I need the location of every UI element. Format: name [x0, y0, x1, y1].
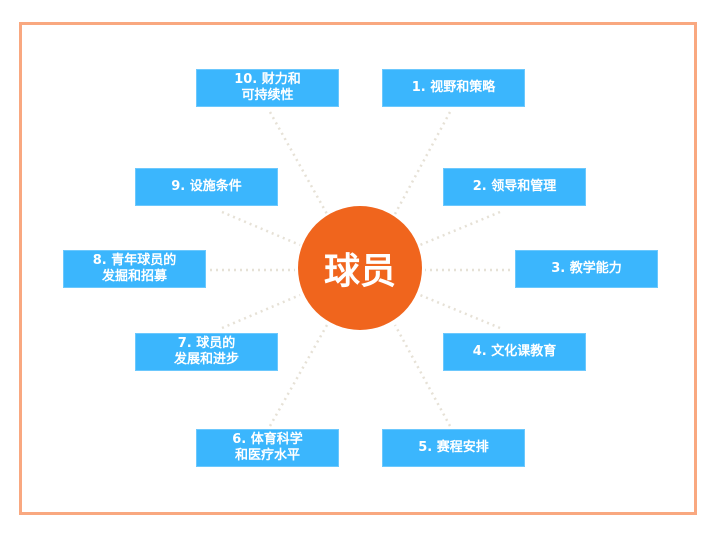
- connector-10: [268, 111, 329, 215]
- node-label: 7. 球员的 发展和进步: [173, 336, 239, 367]
- node-finance-sustainability: 10. 财力和 可持续性: [196, 69, 339, 107]
- node-youth-recruitment: 8. 青年球员的 发掘和招募: [63, 250, 206, 288]
- node-label: 2. 领导和管理: [472, 179, 557, 194]
- node-education: 4. 文化课教育: [443, 333, 586, 371]
- node-player-development: 7. 球员的 发展和进步: [135, 333, 278, 371]
- connector-4: [419, 293, 501, 330]
- connector-1: [393, 111, 452, 215]
- node-vision-strategy: 1. 视野和策略: [382, 69, 525, 107]
- node-label: 8. 青年球员的 发掘和招募: [92, 253, 177, 284]
- node-label: 6. 体育科学 和医疗水平: [232, 432, 303, 463]
- connector-2: [419, 210, 501, 247]
- node-sports-science-medical: 6. 体育科学 和医疗水平: [196, 429, 339, 467]
- node-label: 3. 教学能力: [551, 261, 622, 276]
- node-label: 5. 赛程安排: [418, 440, 489, 455]
- node-label: 1. 视野和策略: [411, 80, 496, 95]
- diagram-frame: [19, 22, 697, 515]
- node-schedule: 5. 赛程安排: [382, 429, 525, 467]
- node-facilities: 9. 设施条件: [135, 168, 278, 206]
- connector-5: [393, 324, 452, 427]
- connector-7: [221, 293, 301, 330]
- connector-9: [221, 210, 301, 247]
- node-label: 4. 文化课教育: [472, 344, 557, 359]
- center-label: 球员: [323, 250, 396, 292]
- connector-6: [268, 324, 329, 427]
- node-label: 10. 财力和 可持续性: [234, 72, 301, 103]
- node-label: 9. 设施条件: [171, 179, 242, 194]
- center-node: 球员: [298, 206, 422, 330]
- node-leadership-management: 2. 领导和管理: [443, 168, 586, 206]
- node-coaching: 3. 教学能力: [515, 250, 658, 288]
